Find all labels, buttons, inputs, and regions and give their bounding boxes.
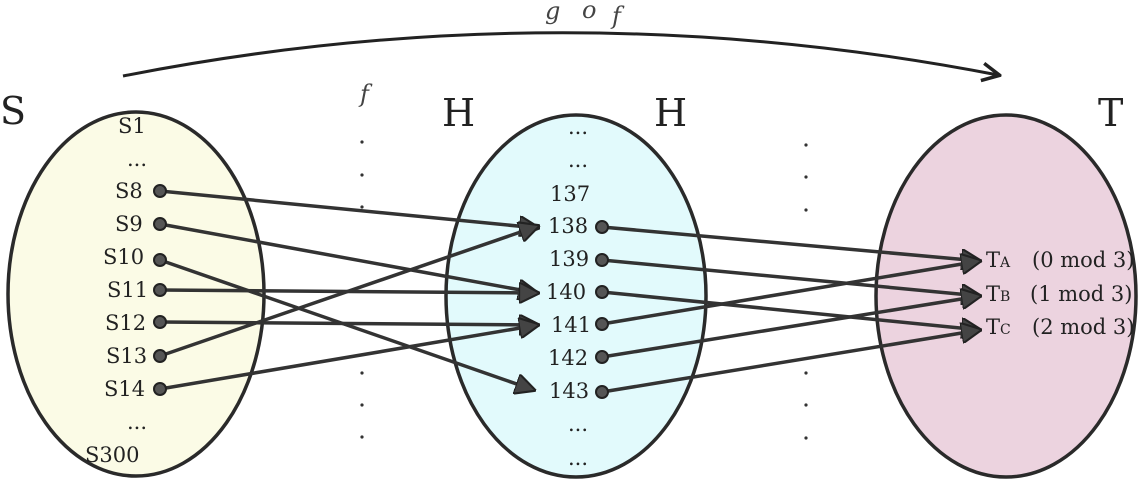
arrow-138-ta (601, 225, 980, 261)
t-element-c-base: T (986, 315, 1000, 339)
mapping-f-arrows (159, 189, 538, 391)
t-element-a: TA (986, 248, 1011, 272)
dot-s11 (153, 283, 167, 297)
arrow-s14-141 (159, 325, 538, 391)
t-element-c: TC (986, 315, 1011, 339)
h-element: ... (568, 148, 588, 172)
s-element: ... (127, 410, 147, 434)
s-element: S300 (85, 443, 139, 467)
dot-s9 (153, 217, 167, 231)
dotted-guide-left (360, 140, 364, 439)
set-t-elements: TA (0 mod 3) TB (1 mod 3) TC (2 mod 3) (986, 248, 1134, 339)
set-s-elements: S1 ... S8 S9 S10 S11 S12 S13 S14 ... S30… (85, 114, 148, 467)
composition-g: g (545, 0, 560, 25)
composition-arrow (122, 31, 998, 76)
dot-143 (595, 385, 609, 399)
t-element-c-sub: C (1000, 322, 1011, 338)
s-element: S12 (105, 311, 146, 335)
s-element: S11 (107, 278, 148, 302)
t-element-a-sub: A (999, 255, 1011, 271)
h-element: ... (568, 412, 588, 436)
h-element: 137 (550, 182, 590, 206)
dot-141 (595, 317, 609, 331)
set-s-title: S (0, 89, 26, 133)
t-element-b-sub: B (1000, 289, 1010, 305)
arrow-s9-140 (159, 222, 537, 293)
arrow-140-tc (601, 290, 980, 330)
arrow-139-tb (601, 258, 980, 296)
s-element: S10 (103, 245, 144, 269)
t-note-c: (2 mod 3) (1032, 315, 1134, 339)
dot-s14 (153, 382, 167, 396)
set-s-ellipse (6, 110, 266, 478)
s-element: ... (127, 147, 147, 171)
dot-s8 (153, 184, 167, 198)
t-element-b: TB (986, 282, 1010, 306)
arrow-s8-138 (159, 189, 538, 228)
t-note-b: (1 mod 3) (1030, 282, 1132, 306)
s-element: S14 (104, 377, 145, 401)
s-element: S1 (118, 114, 146, 138)
dotted-guide-right (804, 143, 808, 440)
arrow-s12-141 (159, 322, 538, 325)
dot-s10 (153, 253, 167, 267)
set-h-title-right: H (654, 91, 687, 135)
dot-s12 (153, 315, 167, 329)
h-element: ... (568, 446, 588, 470)
h-dots (595, 220, 609, 399)
s-dots (153, 184, 167, 396)
t-note-a: (0 mod 3) (1032, 248, 1134, 272)
dot-138 (595, 220, 609, 234)
dot-140 (595, 285, 609, 299)
dot-142 (595, 350, 609, 364)
arrow-s13-138 (159, 226, 538, 358)
h-element: 140 (546, 280, 586, 304)
h-element: 142 (548, 346, 588, 370)
h-element: 141 (551, 313, 591, 337)
composition-f: f (610, 2, 625, 30)
mapping-g-arrows (601, 225, 980, 394)
h-element: 143 (549, 379, 589, 403)
s-element: S13 (106, 344, 147, 368)
set-h-title-left: H (442, 91, 475, 135)
h-element: ... (568, 115, 588, 139)
arrow-142-tb (601, 296, 980, 359)
arrow-141-ta (601, 261, 980, 326)
t-element-a-base: T (986, 248, 1000, 272)
composition-o: o (582, 0, 596, 24)
set-h-elements: ... ... 137 138 139 140 141 142 143 ... … (546, 115, 591, 470)
set-t-title: T (1098, 91, 1123, 135)
s-element: S9 (115, 212, 143, 236)
h-element: 138 (548, 214, 588, 238)
dot-s13 (153, 349, 167, 363)
dot-139 (595, 253, 609, 267)
h-element: 139 (549, 247, 589, 271)
function-f-label: f (358, 80, 373, 108)
arrow-143-tc (601, 330, 980, 394)
t-element-b-base: T (986, 282, 1000, 306)
s-element: S8 (115, 179, 143, 203)
set-t-ellipse (874, 113, 1138, 479)
